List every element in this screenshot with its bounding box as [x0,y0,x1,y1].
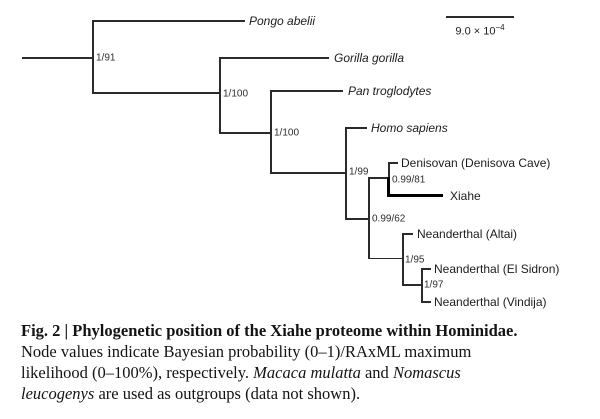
tip-label-xiahe: Xiahe [450,188,481,203]
caption-text: are used as outgroups (data not shown). [94,384,361,403]
node-pan-vertical [270,90,272,174]
node-archaic-vertical [368,177,370,259]
tip-label-neanderthal-vindija: Neanderthal (Vindija) [434,294,547,309]
node-support-denisovan-xiahe: 0.99/81 [392,174,426,186]
figure-caption: Fig. 2 | Phylogenetic position of the Xi… [21,320,583,404]
branch-neanderthal-elsidron [421,268,431,270]
branch-to-denisovan-node [368,177,389,179]
caption-text: Node values indicate Bayesian probabilit… [21,342,472,361]
caption-line-2: Node values indicate Bayesian probabilit… [21,341,583,362]
branch-neanderthal-vindija [421,301,431,303]
branch-neanderthal-altai [402,233,413,235]
node-support-gorilla: 1/100 [223,88,249,100]
branch-root [22,57,93,59]
scale-bar-label: 9.0 × 10−4 [446,23,514,38]
branch-pongo [92,20,245,22]
caption-taxon-macaca-mulatta: Macaca mulatta [253,363,361,382]
caption-title: Fig. 2 | Phylogenetic position of the Xi… [21,321,518,340]
caption-text: and [360,363,393,382]
branch-to-archaic-node [345,218,369,220]
branch-to-homo-node [270,172,346,174]
scale-coefficient: 9.0 × 10 [455,25,496,38]
node-gorilla-vertical [219,57,221,134]
node-support-homo: 1/99 [349,166,369,178]
branch-to-neanderthal-node [368,257,403,259]
tip-label-denisovan: Denisovan (Denisova Cave) [401,155,551,170]
node-root-vertical [92,20,94,94]
node-homo-vertical [345,127,347,220]
scale-exponent: −4 [495,23,505,32]
branch-to-elsidron-node [402,284,422,286]
node-support-pan: 1/100 [274,127,300,139]
branch-pan [270,90,343,92]
node-elsidron-vindija-vertical [421,268,423,303]
tip-label-homo-sapiens: Homo sapiens [371,120,448,135]
node-denisovan-vertical-upper [388,162,390,179]
branch-gorilla [219,57,329,59]
branch-denisovan [388,162,398,164]
scale-bar-line [446,16,514,18]
caption-line-4: leucogenys are used as outgroups (data n… [21,383,583,404]
node-support-elsidron-vindija: 1/97 [424,279,444,290]
branch-homo [345,127,367,129]
tip-label-pongo-abelii: Pongo abelii [249,13,316,28]
tip-label-pan-troglodytes: Pan troglodytes [348,83,432,98]
caption-line-3: likelihood (0–100%), respectively. Macac… [21,362,583,383]
caption-taxon-nomascus: Nomascus [392,363,461,382]
node-neanderthal-vertical [402,233,404,286]
caption-taxon-leucogenys: leucogenys [21,384,95,403]
node-support-neanderthal: 1/95 [405,254,425,265]
tip-label-gorilla-gorilla: Gorilla gorilla [334,50,405,65]
node-support-archaic: 0.99/62 [372,213,406,224]
node-denisovan-vertical-lower-bold [387,177,391,197]
branch-to-gorilla-node [92,92,220,94]
node-support-root: 1/91 [96,52,116,64]
tip-label-neanderthal-altai: Neanderthal (Altai) [417,226,518,241]
tip-label-neanderthal-elsidron: Neanderthal (El Sidron) [434,261,560,276]
branch-xiahe-bold [388,193,443,197]
caption-text: likelihood (0–100%), respectively. [21,363,254,382]
branch-to-pan-node [219,132,271,134]
